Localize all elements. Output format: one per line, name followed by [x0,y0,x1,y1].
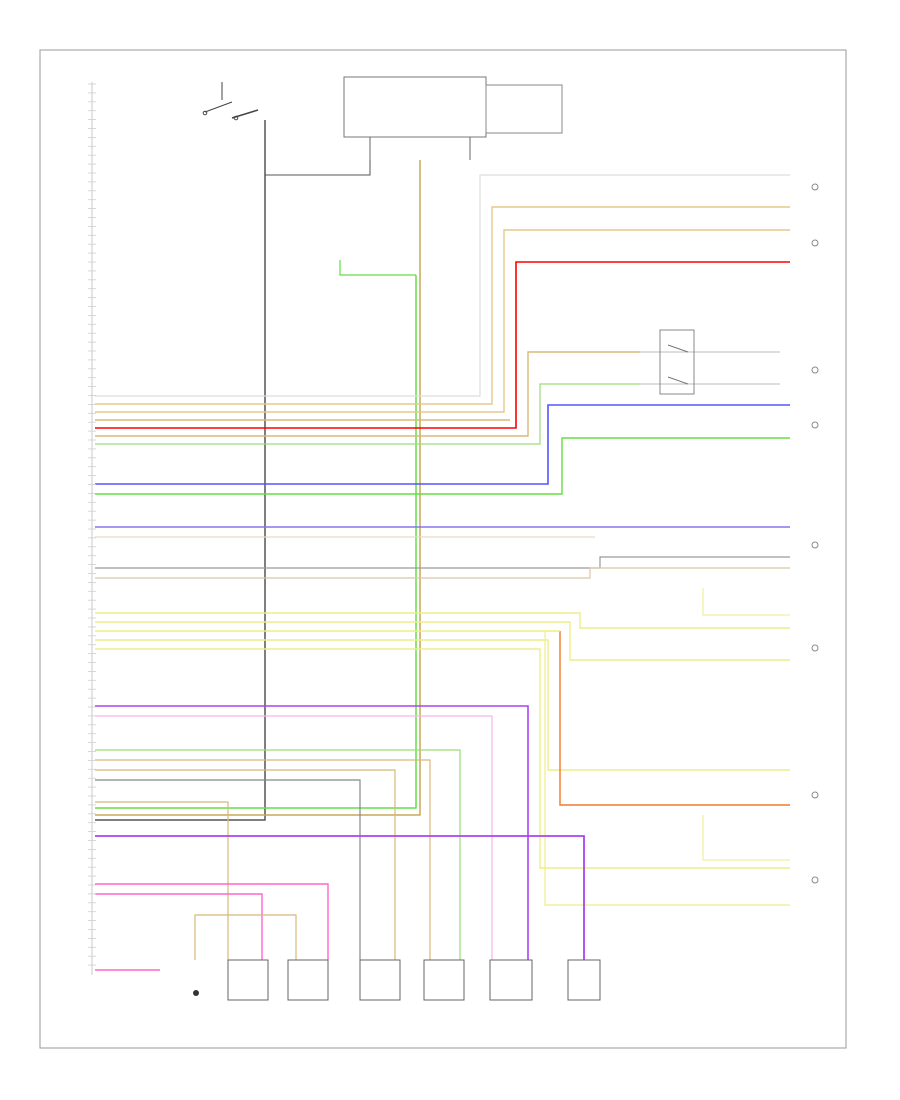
wire-gray-branch [265,160,371,176]
wire-green-vertical [95,275,417,809]
control-module-sub-box [485,84,563,134]
wire-tan-6 [95,567,790,579]
component-box-1 [227,959,269,1001]
wire-tan-2 [95,229,790,413]
wire-orange [559,631,790,806]
wire-green-3 [95,437,790,495]
wire-gray-3 [95,779,361,960]
component-box-2 [287,959,329,1001]
diagram-frame [39,49,847,1049]
wire-tan-4 [95,351,640,437]
wire-tan-10 [194,914,297,960]
wire-yellow-1 [95,612,790,629]
relay-box [659,329,695,395]
control-module-box [343,76,487,138]
wire-tan-7 [95,759,431,960]
wire-white-1 [95,174,790,397]
component-box-4 [423,959,465,1001]
wire-green-4 [95,749,461,960]
right-components [811,183,819,884]
wire-tan-8 [95,769,396,960]
wire-red [95,261,790,429]
ignition-switch-symbol [202,82,259,121]
wire-pink-1 [95,715,493,960]
wire-yellow-6 [544,630,790,906]
wire-yellow-2 [95,621,790,661]
component-box-3 [359,959,401,1001]
wire-gray-2 [95,556,790,569]
wire-yellow-7 [702,588,790,616]
wire-yellow-8 [702,815,790,861]
wire-tan-1 [95,206,790,405]
bottom-components [227,959,601,1001]
wire-yellow-5 [95,648,790,869]
wire-pink-2 [95,883,329,960]
wire-violet-3 [95,835,585,960]
component-box-6 [567,959,601,1001]
wire-yellow-4 [95,639,790,771]
wire-blue-1 [95,404,790,485]
component-box-5 [489,959,533,1001]
wire-tan-9 [95,801,229,960]
wire-green-module [339,260,416,276]
ground-terminal [193,990,199,996]
pin-number-marks [88,83,96,966]
wire-pink-3 [95,893,263,960]
wire-violet-2 [95,705,529,960]
wire-green-2 [95,383,640,445]
wire-tan-vertical [95,160,421,816]
wire-gray-main [95,120,266,821]
